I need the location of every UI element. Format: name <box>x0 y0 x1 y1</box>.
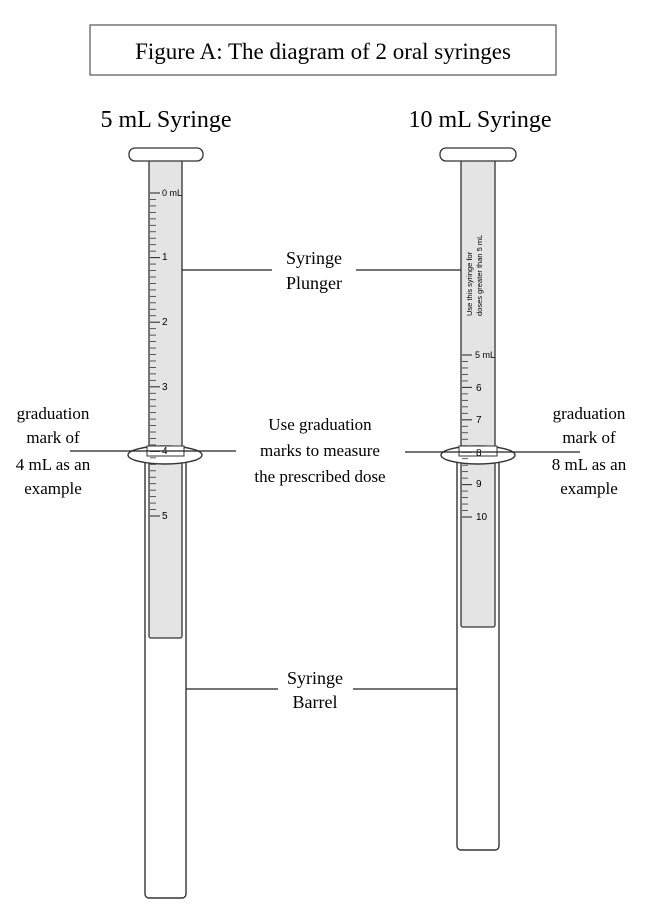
measure-label-line3: the prescribed dose <box>254 467 385 486</box>
barrel-label-line2: Barrel <box>293 692 338 712</box>
right-example-line3: 8 mL as an <box>552 455 627 474</box>
tick-label-5ml-0: 0 mL <box>162 188 182 198</box>
right-example-line2: mark of <box>562 428 616 447</box>
left-example-line2: mark of <box>26 428 80 447</box>
syringe-10ml-title: 10 mL Syringe <box>408 107 551 133</box>
tick-label-10ml-8: 8 <box>476 448 482 459</box>
plunger-flange-5ml <box>128 147 204 162</box>
plunger-label: Syringe Plunger <box>286 248 342 293</box>
tick-label-5ml-1: 1 <box>162 252 168 263</box>
measure-label-line2: marks to measure <box>260 441 380 460</box>
syringe-5ml: 0 mL 1 2 3 4 5 <box>127 147 204 899</box>
title-frame <box>89 24 557 76</box>
syringe-10ml: Use this syringe for doses greater than … <box>439 147 517 851</box>
barrel-label-line1: Syringe <box>287 668 343 688</box>
syringe-5ml-title: 5 mL Syringe <box>100 107 231 133</box>
tick-label-10ml-7: 7 <box>476 415 482 426</box>
tick-label-5ml-5: 5 <box>162 511 168 522</box>
measure-label: Use graduation marks to measure the pres… <box>254 415 385 486</box>
right-example-line4: example <box>560 479 618 498</box>
scale-5ml <box>150 192 160 517</box>
left-example-line4: example <box>24 479 82 498</box>
right-example-label: graduation mark of 8 mL as an example <box>552 404 627 498</box>
tick-label-5ml-2: 2 <box>162 317 168 328</box>
tick-label-5ml-3: 3 <box>162 382 168 393</box>
tick-label-10ml-6: 6 <box>476 383 482 394</box>
plunger-note-line1: Use this syringe for <box>465 251 474 316</box>
barrel-label: Syringe Barrel <box>287 668 343 712</box>
left-example-line1: graduation <box>17 404 90 423</box>
figure-title: Figure A: The diagram of 2 oral syringes <box>135 39 511 64</box>
plunger-flange-10ml <box>439 147 517 162</box>
tick-label-10ml-9: 9 <box>476 479 482 490</box>
left-example-line3: 4 mL as an <box>16 455 91 474</box>
left-example-label: graduation mark of 4 mL as an example <box>16 404 91 498</box>
plunger-5ml <box>148 157 183 639</box>
tick-label-10ml-10: 10 <box>476 512 488 523</box>
plunger-label-line2: Plunger <box>286 273 342 293</box>
tick-label-10ml-5: 5 mL <box>475 350 495 360</box>
right-example-line1: graduation <box>553 404 626 423</box>
measure-label-line1: Use graduation <box>268 415 372 434</box>
plunger-label-line1: Syringe <box>286 248 342 268</box>
plunger-note-line2: doses greater than 5 mL <box>475 235 484 316</box>
